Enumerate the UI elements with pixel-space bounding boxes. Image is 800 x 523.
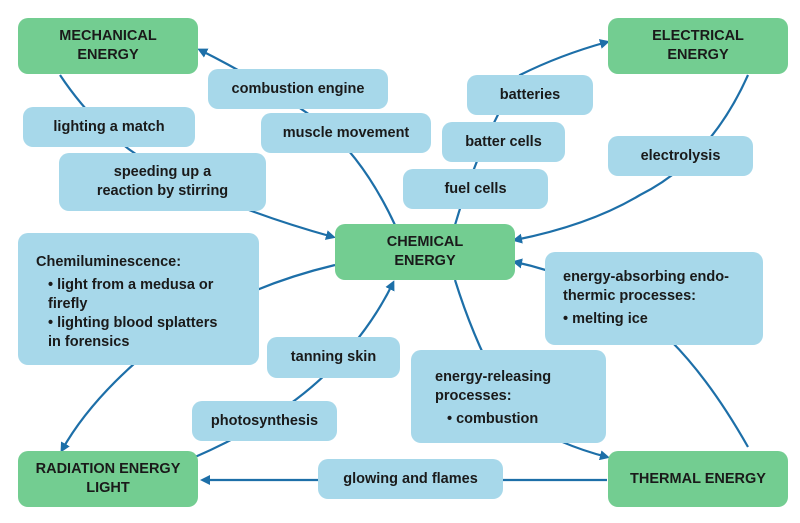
chemiluminescence-item-2-cont: in forensics [48, 334, 130, 350]
arrow-electrical-to-chemical [512, 74, 750, 244]
label-batter-cells: batter cells [442, 122, 565, 162]
hub-thermal-line1: THERMAL ENERGY [630, 470, 766, 487]
hub-mechanical-line2: ENERGY [77, 47, 139, 63]
label-photosynthesis: photosynthesis [192, 401, 337, 441]
label-combustion-engine-text: combustion engine [231, 80, 365, 97]
hub-radiation-energy: RADIATION ENERGY LIGHT [18, 451, 198, 507]
hub-chemical-line1: CHEMICAL [386, 234, 464, 250]
hub-electrical-energy: ELECTRICAL ENERGY [608, 18, 788, 74]
exothermic-heading-1: energy-releasing [435, 369, 552, 385]
label-glowing-and-flames: glowing and flames [318, 459, 503, 499]
label-electrolysis: electrolysis [608, 136, 753, 176]
hub-electrical-line2: ENERGY [667, 47, 729, 63]
label-chemiluminescence: Chemiluminescence: light from a medusa o… [18, 233, 259, 365]
hub-mechanical-energy: MECHANICAL ENERGY [18, 18, 198, 74]
chemiluminescence-item-2: lighting blood splatters [36, 314, 217, 333]
label-batter-cells-text: batter cells [465, 133, 542, 150]
hub-thermal-energy: THERMAL ENERGY [608, 451, 788, 507]
label-endothermic: energy-absorbing endo- thermic processes… [545, 252, 763, 345]
chemiluminescence-heading: Chemiluminescence: [36, 254, 182, 270]
label-stirring-line1: speeding up a [113, 164, 212, 180]
label-tanning-skin: tanning skin [267, 337, 400, 378]
exothermic-heading-2: processes: [435, 388, 512, 404]
endothermic-heading-2: thermic processes: [563, 288, 696, 304]
chemiluminescence-item-1: light from a medusa or [36, 276, 213, 295]
hub-chemical-line2: ENERGY [394, 253, 456, 269]
label-muscle-movement-text: muscle movement [282, 124, 410, 141]
hub-radiation-line2: LIGHT [86, 480, 130, 496]
label-exothermic: energy-releasing processes: combustion [411, 350, 606, 443]
label-batteries: batteries [467, 75, 593, 115]
chemiluminescence-item-1-cont: firefly [48, 296, 88, 312]
exothermic-item-1: combustion [435, 410, 538, 429]
hub-electrical-line1: ELECTRICAL [652, 28, 744, 44]
label-stirring-line2: reaction by stirring [96, 183, 229, 199]
label-lighting-a-match: lighting a match [23, 107, 195, 147]
label-photosynthesis-text: photosynthesis [210, 412, 319, 429]
label-combustion-engine: combustion engine [208, 69, 388, 109]
label-tanning-skin-text: tanning skin [290, 349, 377, 365]
endothermic-heading-1: energy-absorbing endo- [563, 269, 729, 285]
label-muscle-movement: muscle movement [261, 113, 431, 153]
label-fuel-cells-text: fuel cells [444, 180, 507, 197]
label-fuel-cells: fuel cells [403, 169, 548, 209]
label-lighting-a-match-text: lighting a match [53, 118, 165, 135]
hub-mechanical-line1: MECHANICAL [59, 28, 157, 44]
label-batteries-text: batteries [499, 86, 561, 103]
endothermic-item-1: melting ice [563, 310, 648, 329]
hub-radiation-line1: RADIATION ENERGY [35, 461, 181, 477]
hub-chemical-energy: CHEMICAL ENERGY [335, 224, 515, 280]
label-electrolysis-text: electrolysis [640, 147, 721, 164]
label-stirring: speeding up a reaction by stirring [59, 153, 266, 211]
label-glowing-and-flames-text: glowing and flames [343, 470, 478, 487]
